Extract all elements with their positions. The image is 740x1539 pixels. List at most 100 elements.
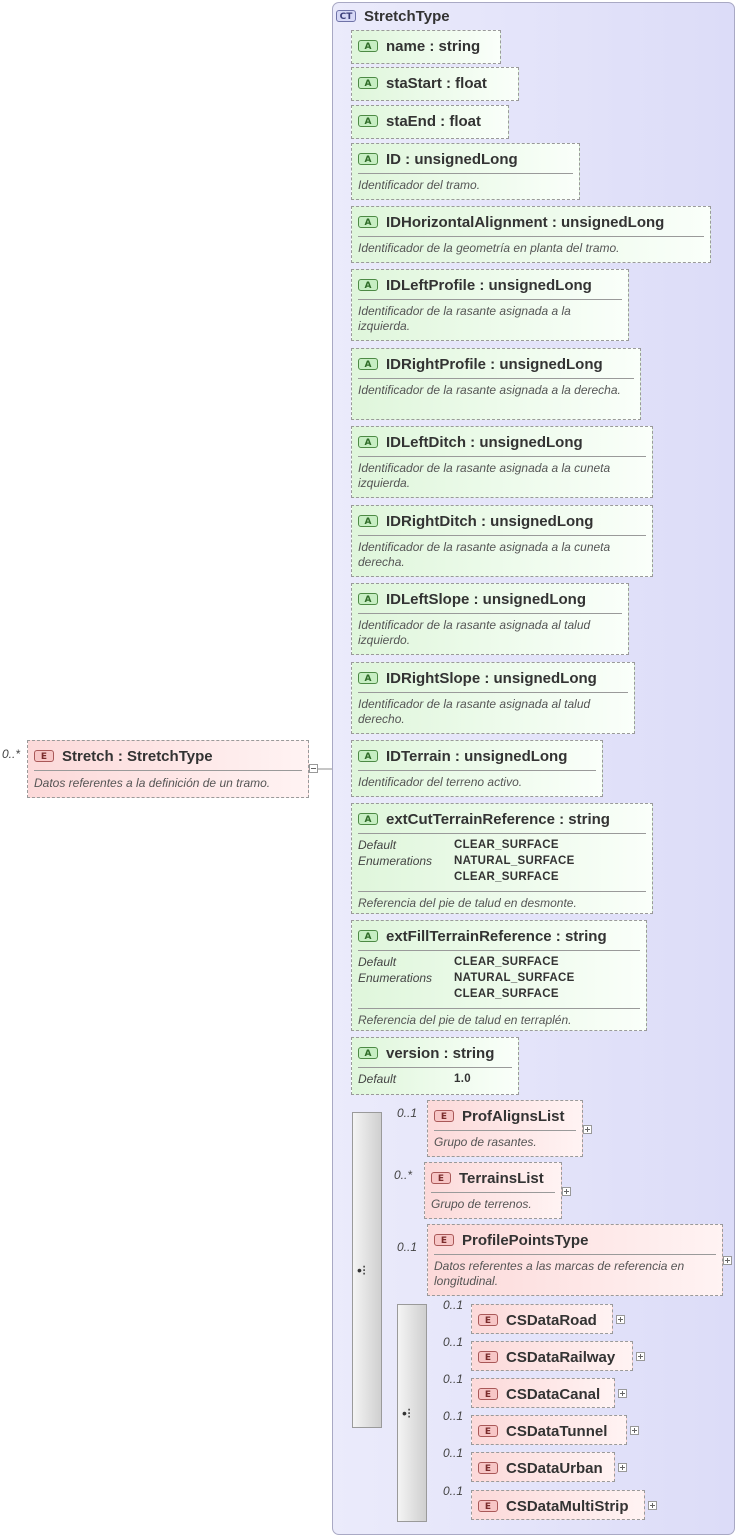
element-icon: E [434, 1234, 454, 1246]
element-header: E CSDataTunnel [478, 1421, 607, 1441]
enumerations-label: Enumerations [358, 854, 433, 868]
sequence-compositor[interactable] [352, 1112, 382, 1428]
collapse-minus-icon[interactable] [309, 764, 318, 773]
attribute-doc: Identificador de la rasante asignada a l… [358, 304, 571, 333]
default-value: 1.0 [454, 1073, 471, 1085]
attribute-icon: A [358, 672, 378, 684]
expand-plus-icon[interactable] [562, 1186, 571, 1196]
complex-type-icon: CT [336, 10, 356, 22]
attribute-doc: Identificador de la rasante asignada al … [358, 618, 591, 647]
root-element-stretch[interactable]: E Stretch : StretchType Datos referentes… [27, 740, 309, 798]
attribute-icon: A [358, 77, 378, 89]
default-label: Default [358, 955, 397, 969]
expand-plus-icon[interactable] [723, 1256, 732, 1265]
attribute-icon: A [358, 358, 378, 370]
attribute-icon: A [358, 279, 378, 291]
root-element-title: Stretch : StretchType [62, 747, 213, 765]
attribute-title: IDRightDitch : unsignedLong [386, 512, 594, 530]
attribute-icon: A [358, 930, 378, 942]
element-cardinality: 0..1 [443, 1298, 464, 1312]
attribute-title: staStart : float [386, 74, 487, 92]
element-icon: E [478, 1500, 498, 1512]
expand-plus-icon[interactable] [648, 1501, 657, 1510]
attribute-title: extFillTerrainReference : string [386, 927, 607, 945]
expand-plus-icon[interactable] [630, 1426, 639, 1435]
expand-plus-icon[interactable] [583, 1124, 592, 1134]
attribute-doc: Referencia del pie de talud en terraplén… [358, 1013, 572, 1027]
element-cardinality: 0..1 [443, 1372, 464, 1386]
expand-plus-icon[interactable] [618, 1389, 627, 1398]
element-title: CSDataUrban [506, 1459, 603, 1477]
expand-plus-icon[interactable] [616, 1315, 625, 1324]
attribute-icon: A [358, 216, 378, 228]
enumeration-value: NATURAL_SURFACE [454, 972, 575, 984]
choice-element-4[interactable]: E CSDataUrban [471, 1452, 615, 1482]
attribute-doc: Identificador de la geometría en planta … [358, 241, 620, 255]
choice-compositor-icon: •⁝ [402, 1405, 412, 1421]
choice-compositor[interactable] [397, 1304, 427, 1522]
element-title: ProfAlignsList [462, 1107, 565, 1125]
element-cardinality: 0..* [394, 1168, 413, 1182]
enumerations-label: Enumerations [358, 971, 433, 985]
element-doc: Datos referentes a las marcas de referen… [434, 1259, 685, 1288]
choice-element-3[interactable]: E CSDataTunnel [471, 1415, 627, 1445]
attribute-title: name : string [386, 37, 481, 55]
attribute-icon: A [358, 436, 378, 448]
element-cardinality: 0..1 [397, 1106, 418, 1120]
default-label: Default [358, 1072, 397, 1086]
attribute-icon: A [358, 593, 378, 605]
attribute-title: version : string [386, 1044, 495, 1062]
element-title: CSDataRailway [506, 1348, 616, 1366]
element-title: CSDataTunnel [506, 1422, 608, 1440]
attribute-title: ID : unsignedLong [386, 150, 518, 168]
attribute-icon: A [358, 750, 378, 762]
element-header: E CSDataUrban [478, 1458, 603, 1478]
element-icon: E [478, 1388, 498, 1400]
attribute-title: extCutTerrainReference : string [386, 810, 610, 828]
attribute-doc: Identificador del terreno activo. [358, 775, 523, 789]
element-icon: E [478, 1462, 498, 1474]
attribute-doc: Identificador del tramo. [358, 178, 481, 192]
expand-plus-icon[interactable] [636, 1352, 645, 1361]
expand-plus-icon[interactable] [618, 1463, 627, 1472]
element-cardinality: 0..1 [443, 1409, 464, 1423]
default-label: Default [358, 838, 397, 852]
element-icon: E [478, 1425, 498, 1437]
default-value: CLEAR_SURFACE [454, 839, 559, 851]
attribute-doc: Identificador de la rasante asignada a l… [358, 540, 611, 569]
element-cardinality: 0..1 [443, 1484, 464, 1498]
